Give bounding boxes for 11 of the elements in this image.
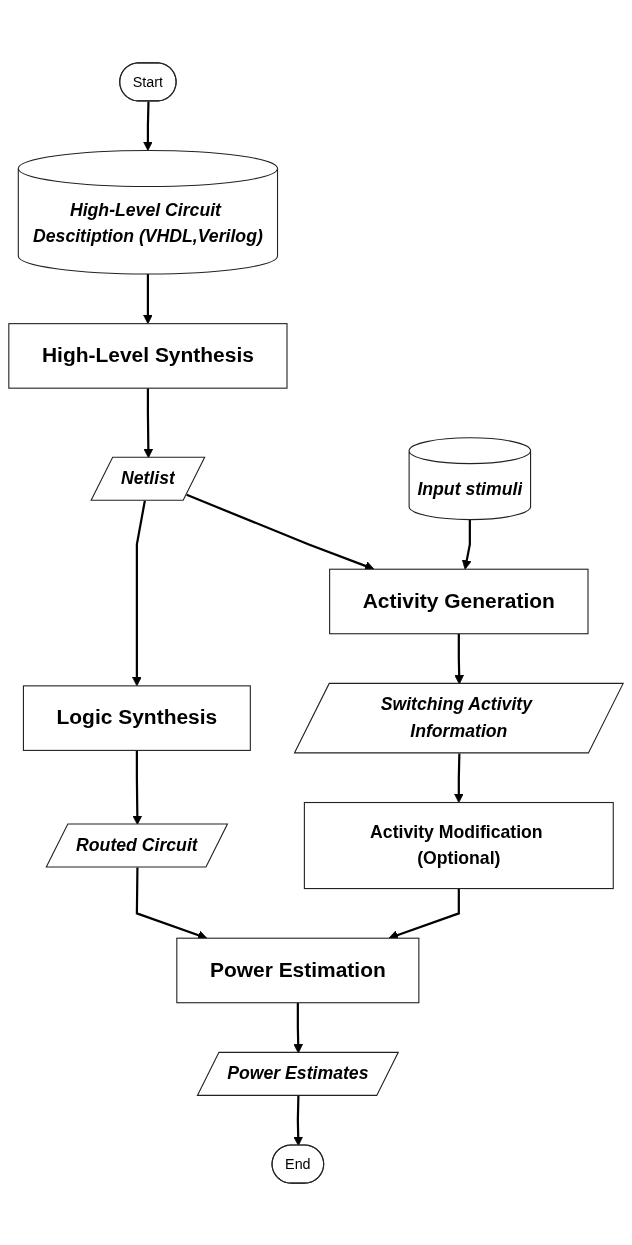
node-box: Activity Modification (Optional): [303, 801, 614, 889]
arrow: [293, 1095, 304, 1146]
arrow: [132, 500, 146, 686]
node-box: Logic Synthesis: [22, 684, 251, 751]
arrow: [143, 100, 153, 151]
arrow: [461, 519, 472, 570]
node-box: Activity Generation: [329, 568, 589, 634]
arrow: [143, 273, 153, 324]
arrow: [453, 752, 464, 803]
node-box: Power Estimation: [176, 937, 420, 1003]
node-box: High-Level Synthesis: [8, 322, 288, 389]
